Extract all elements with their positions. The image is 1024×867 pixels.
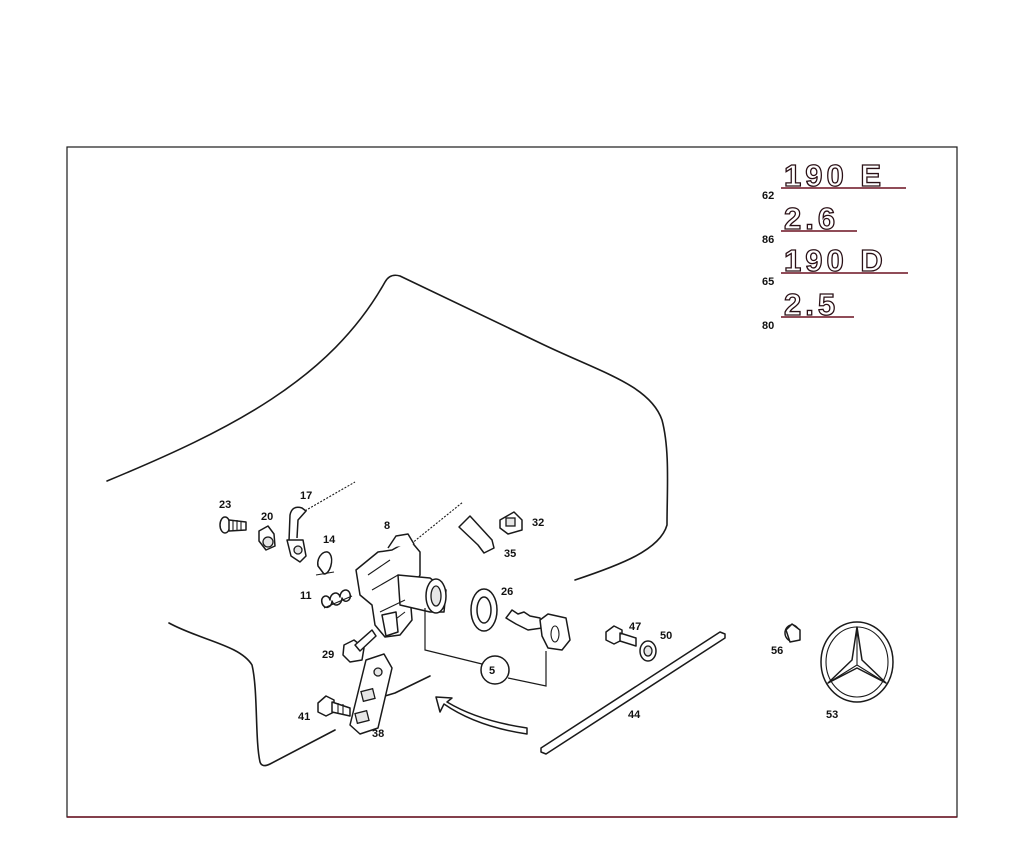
trunk-lid-lower-edge: [168, 622, 336, 767]
callout-50: 50: [660, 630, 672, 642]
striker-plate-part-38: [349, 653, 393, 735]
callout-5: 5: [489, 665, 495, 677]
callout-80: 80: [762, 320, 774, 332]
bolt-part-29: [342, 629, 377, 663]
trunk-lid-outline: [106, 274, 669, 581]
callout-23: 23: [219, 499, 231, 511]
callout-56: 56: [771, 645, 783, 657]
callout-29: 29: [322, 649, 334, 661]
emblem-25: 2.5: [781, 286, 854, 323]
star-emblem-part-53: [820, 621, 894, 703]
callout-41: 41: [298, 711, 310, 723]
clip-part-20: [258, 525, 276, 551]
key: [505, 609, 571, 651]
callout-8: 8: [384, 520, 390, 532]
callout-53: 53: [826, 709, 838, 721]
callout-44: 44: [628, 709, 641, 721]
spring-clip-part-14: [315, 551, 335, 576]
callout-circle-5: [480, 655, 510, 685]
lever-part-35: [458, 515, 495, 554]
callout-47: 47: [629, 621, 641, 633]
clip-part-32: [499, 511, 523, 535]
callout-20: 20: [261, 511, 273, 523]
emblem-26: 2.6: [781, 200, 857, 237]
callout-38: 38: [372, 728, 384, 740]
rod-part-17: [286, 481, 356, 563]
callout-62: 62: [762, 190, 774, 202]
callout-35: 35: [504, 548, 516, 560]
callout-32: 32: [532, 517, 544, 529]
emblem-190e: 190 E: [781, 157, 906, 194]
trunk-lid-lower-edge-2: [384, 675, 431, 697]
callout-11: 11: [300, 590, 312, 602]
bolt-part-41: [317, 695, 351, 717]
rubber-strip-part-44: [540, 631, 726, 755]
leader-line-5-right: [507, 651, 547, 687]
bolt-part-47: [605, 625, 637, 647]
leader-line-5-left: [424, 608, 483, 665]
emblem-text-26: 2.6: [784, 201, 839, 236]
direction-arrow: [435, 696, 528, 735]
lock-assembly-part-8: [355, 501, 464, 638]
callout-86: 86: [762, 234, 774, 246]
seal-ring-part-26: [470, 588, 498, 632]
emblem-190d: 190 D: [781, 242, 908, 279]
nut-part-50: [639, 640, 657, 662]
callout-17: 17: [300, 490, 312, 502]
callout-65: 65: [762, 276, 774, 288]
callout-26: 26: [501, 586, 513, 598]
spring-part-11: [320, 589, 353, 609]
grommet-part-56: [784, 623, 801, 643]
callout-14: 14: [323, 534, 336, 546]
bolt-part-23: [219, 516, 247, 534]
